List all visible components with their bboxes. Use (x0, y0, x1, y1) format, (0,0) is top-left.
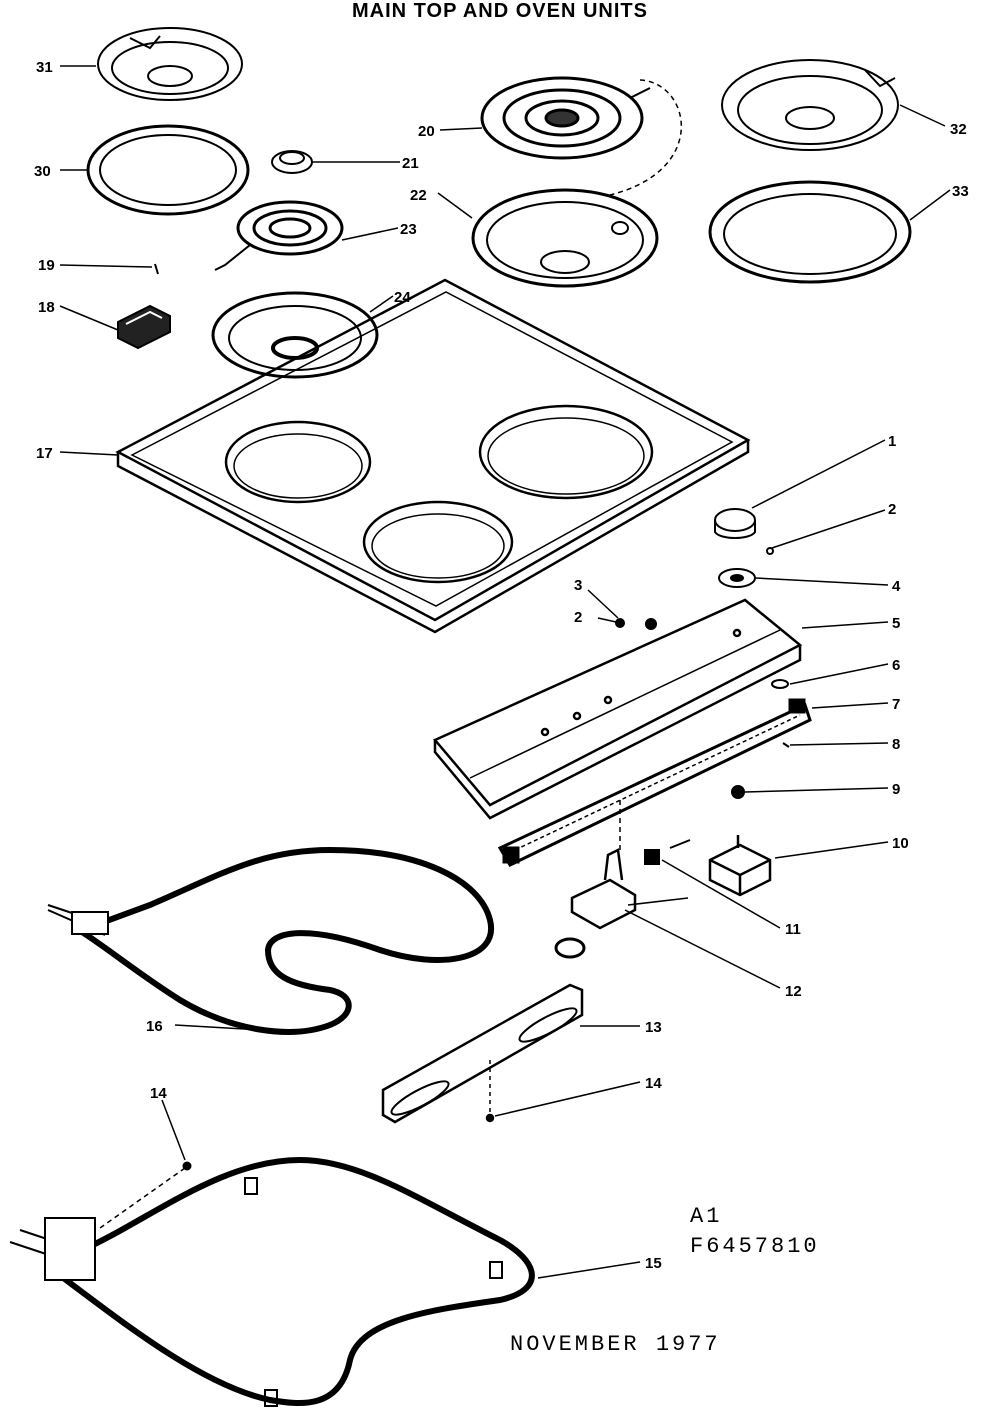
callout-18: 18 (38, 299, 55, 316)
drip-pan-31 (97, 27, 243, 101)
callout-14-left: 14 (150, 1085, 167, 1102)
callout-32: 32 (950, 121, 967, 138)
receptacle-21 (271, 150, 313, 174)
callout-2-top: 2 (888, 501, 896, 518)
block-18 (117, 304, 171, 350)
control-panel-5 (432, 598, 803, 820)
callout-8: 8 (892, 736, 900, 753)
callout-20: 20 (418, 123, 435, 140)
callout-33: 33 (952, 183, 969, 200)
connector-11 (644, 839, 691, 865)
diagram-title: MAIN TOP AND OVEN UNITS (352, 0, 648, 22)
callout-22: 22 (410, 187, 427, 204)
callout-23: 23 (400, 221, 417, 238)
callout-11: 11 (785, 921, 801, 938)
callout-5: 5 (892, 615, 900, 632)
screw-8 (782, 742, 790, 748)
callout-31: 31 (36, 59, 53, 76)
model-code-line2: F6457810 (690, 1234, 820, 1259)
bake-element-16 (47, 846, 495, 1035)
leader-lines (59, 65, 951, 1279)
callout-12: 12 (785, 983, 802, 1000)
screw-2-left (615, 618, 625, 628)
callout-2-left: 2 (574, 609, 582, 626)
nut-3 (645, 618, 657, 630)
drip-pan-24 (211, 291, 379, 379)
callout-4: 4 (892, 578, 901, 595)
callout-30: 30 (34, 163, 51, 180)
surface-element-20 (480, 76, 682, 196)
main-top-17 (115, 278, 751, 634)
callout-14-right: 14 (645, 1075, 662, 1092)
callout-24: 24 (394, 289, 411, 306)
callout-19: 19 (38, 257, 55, 274)
trim-ring-30 (86, 124, 250, 216)
screw-2-top (766, 547, 774, 555)
callout-13: 13 (645, 1019, 662, 1036)
broil-element-15 (9, 1156, 535, 1407)
nut-9 (731, 785, 745, 799)
screw-19 (154, 263, 159, 275)
callout-3: 3 (574, 577, 582, 594)
diagram-date: NOVEMBER 1977 (510, 1332, 721, 1357)
callout-17: 17 (36, 445, 53, 462)
rail-7 (497, 698, 812, 867)
callout-9: 9 (892, 781, 900, 798)
callout-10: 10 (892, 835, 909, 852)
drip-pan-32 (721, 59, 899, 151)
callout-6: 6 (892, 657, 900, 674)
callout-15: 15 (645, 1255, 662, 1272)
callout-16: 16 (146, 1018, 163, 1035)
washer-4 (718, 568, 756, 588)
drip-pan-22 (471, 188, 659, 288)
switch-10 (708, 835, 772, 897)
model-code-line1: A1 (690, 1204, 723, 1229)
callout-1: 1 (888, 433, 896, 450)
surface-element-23 (214, 200, 344, 271)
trim-ring-33 (708, 180, 912, 284)
bracket-13 (381, 983, 584, 1124)
callout-7: 7 (892, 696, 900, 713)
knob-1 (714, 508, 756, 539)
thermostat-12 (554, 800, 689, 959)
callout-labels: 31 30 19 18 17 21 23 24 20 22 32 33 1 2 … (34, 59, 969, 1272)
clip-6 (771, 679, 789, 689)
callout-21: 21 (402, 155, 419, 172)
